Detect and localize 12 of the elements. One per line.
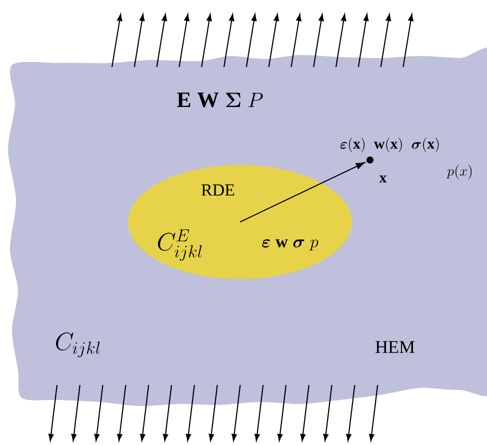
formula-label: $p(x)$ <box>446 164 472 180</box>
formula-label: $\boldsymbol{\varepsilon}\;\mathbf{w}\;\boldsymbol{\sigma}\;p$ <box>262 239 318 251</box>
formula-label: $C^{E}_{ijkl}$ <box>158 229 202 261</box>
region-label: HEM <box>376 341 414 353</box>
point-label: $\mathbf{x}$ <box>379 176 387 182</box>
arrow <box>240 162 365 222</box>
formula-label: $C_{ijkl}$ <box>56 332 100 358</box>
formula-label: $\mathbf{E}\;\mathbf{W}\;\boldsymbol{\Sigma}\;P$ <box>177 92 263 108</box>
region-label: RDE <box>202 184 234 196</box>
point-dot <box>366 156 374 164</box>
inclusion-ellipse <box>128 165 352 279</box>
formula-label: $\boldsymbol{\varepsilon}(\mathbf{x})\;\;\mathbf{w}(\mathbf{x})\;\;\boldsymbol{\sigma}(\mathbf{x})$ <box>340 138 439 152</box>
